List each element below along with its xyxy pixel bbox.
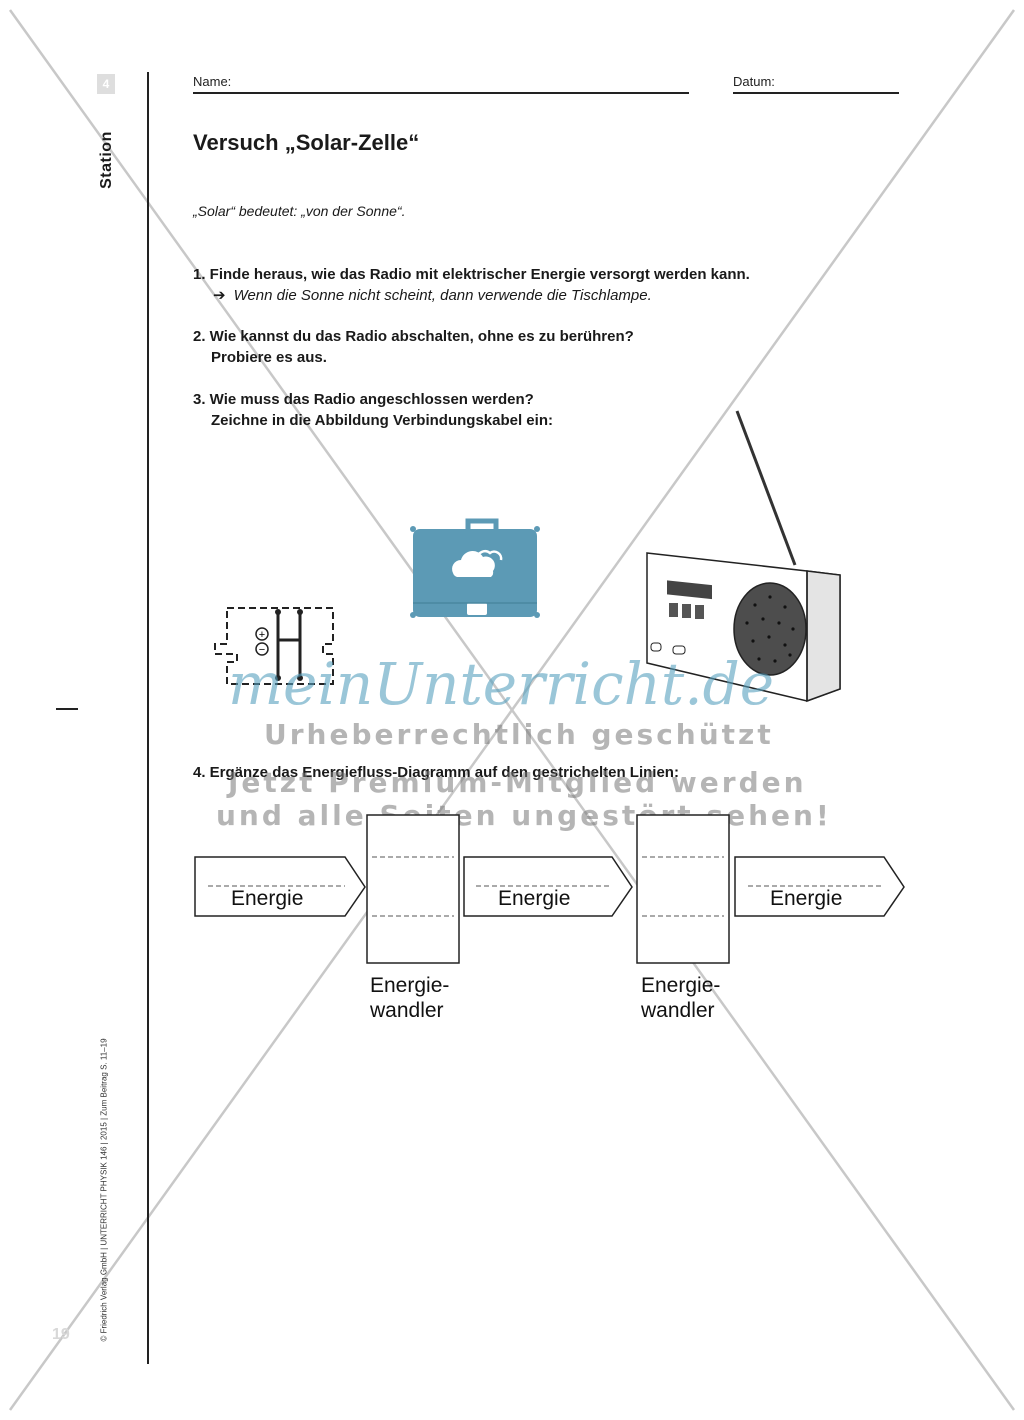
task-1-hint: ➔ Wenn die Sonne nicht scheint, dann verw… — [213, 285, 652, 306]
task-2: 2. Wie kannst du das Radio abschalten, o… — [193, 328, 634, 345]
plus-symbol: + — [259, 629, 265, 641]
converter-label-1: Energie- wandler — [370, 973, 449, 1023]
date-label: Datum: — [733, 74, 775, 89]
energy-label-1: Energie — [231, 887, 304, 910]
task-1: 1. Finde heraus, wie das Radio mit elekt… — [193, 266, 750, 283]
station-label: Station — [98, 131, 115, 189]
page-number: 19 — [52, 1326, 70, 1343]
watermark-logo: meinUnterricht.de — [228, 650, 775, 718]
converter-label-2-line2: wandler — [641, 999, 715, 1022]
solar-cell-icon: + − — [214, 607, 334, 685]
converter-label-2: Energie- wandler — [641, 973, 720, 1023]
intro-text: „Solar“ bedeutet: „von der Sonne“. — [193, 203, 406, 219]
watermark-line-1: Urheberrechtlich geschützt — [264, 718, 774, 751]
briefcase-cloud-icon — [410, 518, 540, 618]
energy-label-3: Energie — [770, 887, 843, 910]
converter-box-2 — [636, 814, 730, 964]
task-4: 4. Ergänze das Energiefluss-Diagramm auf… — [193, 764, 679, 781]
energy-arrow-3 — [734, 856, 905, 917]
margin-line — [147, 72, 149, 1364]
radio-icon — [646, 410, 841, 703]
energy-label-2: Energie — [498, 887, 571, 910]
copyright-notice: © Friedrich Verlag GmbH | UNTERRICHT PHY… — [99, 1038, 109, 1342]
task-3-line2: Zeichne in die Abbildung Verbindungskabe… — [211, 412, 553, 429]
page-title: Versuch „Solar-Zelle“ — [193, 130, 420, 155]
fold-mark — [56, 708, 78, 710]
converter-label-1-line2: wandler — [370, 999, 444, 1022]
arrow-right-icon: ➔ — [213, 287, 226, 304]
watermark-line-2: Jetzt Premium-Mitglied werden — [228, 766, 807, 799]
converter-label-1-line1: Energie- — [370, 974, 450, 997]
task-2-line2: Probiere es aus. — [211, 349, 327, 366]
task-1-hint-text: Wenn die Sonne nicht scheint, dann verwe… — [233, 287, 652, 304]
station-number-badge: 4 — [97, 74, 115, 94]
converter-label-2-line1: Energie- — [641, 974, 721, 997]
energy-flow-diagram — [194, 814, 905, 964]
date-field[interactable] — [733, 92, 899, 94]
name-field[interactable] — [193, 92, 689, 94]
minus-symbol: − — [259, 644, 265, 656]
converter-box-1 — [366, 814, 460, 964]
name-label: Name: — [193, 74, 232, 89]
task-3: 3. Wie muss das Radio angeschlossen werd… — [193, 391, 534, 408]
